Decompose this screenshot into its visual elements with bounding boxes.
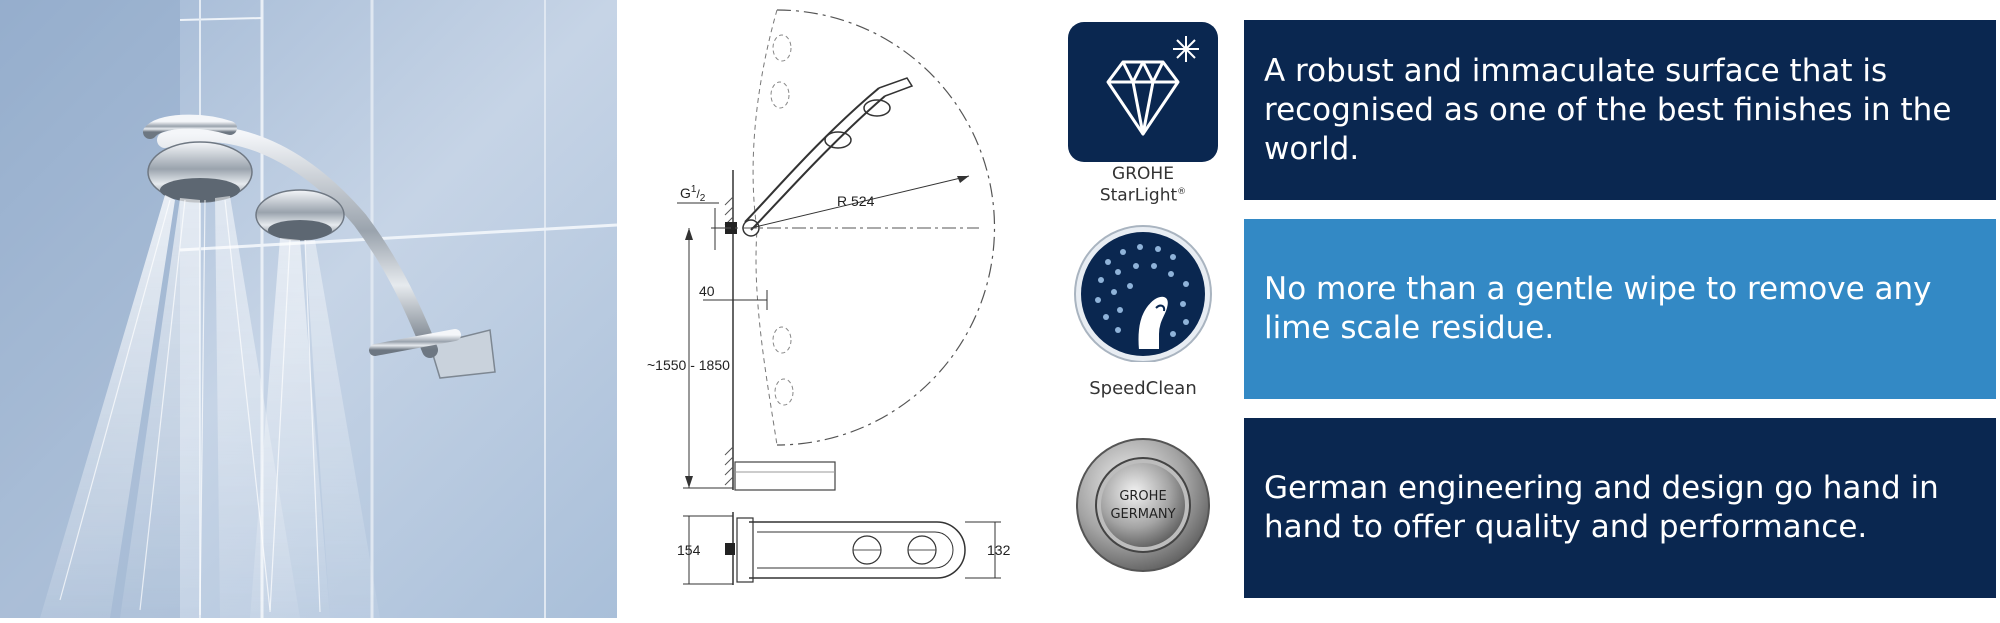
starlight-brand: GROHE <box>1112 164 1174 184</box>
starlight-name: StarLight® <box>1099 185 1187 206</box>
technical-drawing: R 524 G1/2 40 ~1550 - 1850 <box>617 0 1057 618</box>
shower-photo-illustration <box>0 0 617 618</box>
width-left-label: 154 <box>677 542 701 558</box>
starlight-caption: GROHE StarLight® <box>1068 165 1218 205</box>
product-photo <box>0 0 617 618</box>
feature-text-cleaning: No more than a gentle wipe to remove any… <box>1264 271 1932 346</box>
feature-text-surface: A robust and immaculate surface that is … <box>1264 52 1952 167</box>
engineering-seal-icon: GROHE GERMANY <box>1068 430 1218 580</box>
dimension-drawing: R 524 G1/2 40 ~1550 - 1850 <box>647 9 1011 585</box>
seal-top-text: GROHE <box>1119 489 1166 504</box>
diamond-icon <box>1068 22 1218 162</box>
feature-panel-engineering: German engineering and design go hand in… <box>1244 418 1996 598</box>
feature-text-engineering: German engineering and design go hand in… <box>1264 470 1939 545</box>
height-label: ~1550 - 1850 <box>647 357 730 373</box>
feature-panel-cleaning: No more than a gentle wipe to remove any… <box>1244 219 1996 399</box>
engineering-badge: GROHE GERMANY <box>1068 430 1218 580</box>
offset-label: 40 <box>699 283 715 299</box>
width-right-label: 132 <box>987 542 1011 558</box>
speedclean-icon <box>1068 222 1218 363</box>
speedclean-caption: SpeedClean <box>1089 378 1197 399</box>
radius-label: R 524 <box>837 193 875 209</box>
seal-bottom-text: GERMANY <box>1110 507 1175 522</box>
feature-panel-surface: A robust and immaculate surface that is … <box>1244 20 1996 200</box>
starlight-badge: GROHE StarLight® <box>1068 22 1218 205</box>
speedclean-badge: SpeedClean <box>1068 222 1218 399</box>
thread-label: G1/2 <box>680 184 706 204</box>
